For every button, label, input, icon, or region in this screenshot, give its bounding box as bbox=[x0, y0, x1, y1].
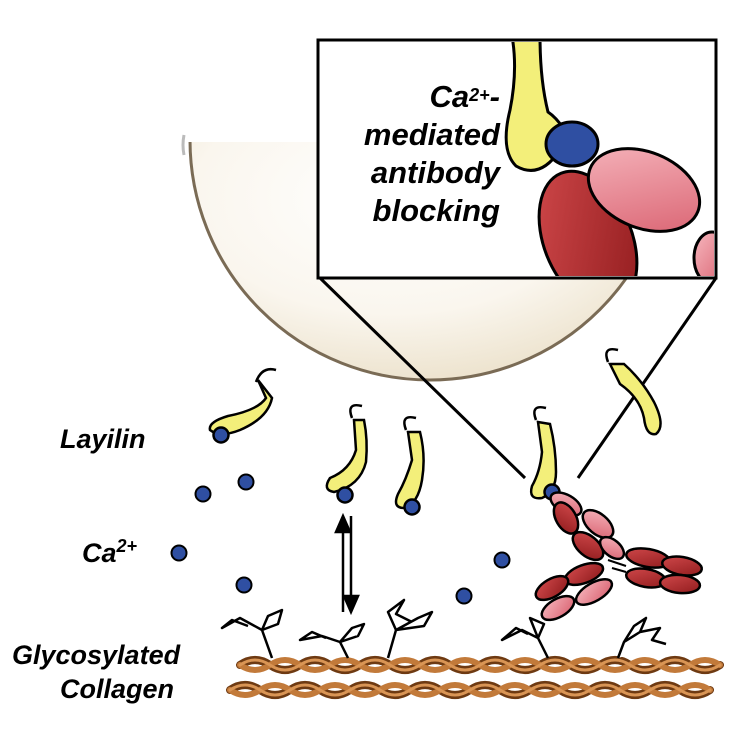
inset-line-2: mediated bbox=[363, 117, 500, 152]
layilin-receptor-icon bbox=[208, 348, 662, 516]
equilibrium-arrows-icon bbox=[334, 512, 360, 616]
callout-line-left bbox=[318, 276, 527, 480]
callout-line-right bbox=[576, 277, 718, 479]
inset-panel bbox=[316, 38, 718, 280]
calcium-ion-icon bbox=[170, 473, 511, 605]
inset-line-4: blocking bbox=[372, 193, 500, 228]
inset-line-3: antibody bbox=[370, 155, 500, 190]
antibody-icon bbox=[534, 483, 704, 622]
glycan-icon bbox=[220, 598, 667, 659]
label-layilin: Layilin bbox=[60, 424, 146, 454]
label-glycosylated: Glycosylated bbox=[12, 640, 181, 670]
inset-caption: Ca2+- mediated antibody blocking bbox=[330, 78, 500, 230]
label-calcium: Ca2+ bbox=[82, 536, 138, 568]
label-collagen: Collagen bbox=[60, 674, 175, 704]
inset-line-1: Ca2+- bbox=[429, 79, 501, 114]
collagen-fiber-icon bbox=[226, 656, 724, 699]
